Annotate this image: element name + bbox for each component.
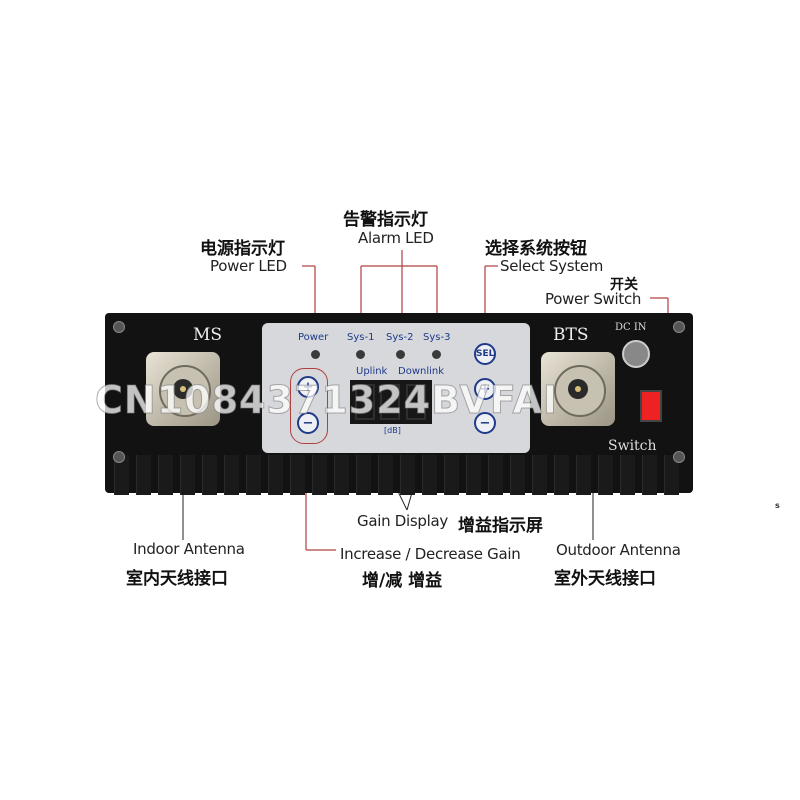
bts-port-label: BTS (553, 325, 589, 345)
heatsink-fin (378, 455, 393, 495)
heatsink-fin (510, 455, 525, 495)
heatsink-fins (110, 455, 688, 495)
sys2-indicator-label: Sys-2 (386, 332, 414, 343)
gain-display (350, 380, 432, 424)
display-digit (380, 384, 400, 420)
uplink-gain-increase-button[interactable]: + (297, 376, 319, 398)
heatsink-fin (224, 455, 239, 495)
ms-port-label: MS (193, 325, 223, 345)
heatsink-fin (268, 455, 283, 495)
select-system-label-zh: 选择系统按钮 (485, 239, 587, 259)
heatsink-fin (356, 455, 371, 495)
heatsink-fin (114, 455, 129, 495)
indoor-antenna-label-en: Indoor Antenna (133, 540, 245, 558)
gain-adjust-label-en: Increase / Decrease Gain (340, 545, 521, 563)
select-system-button[interactable]: SEL (474, 343, 496, 365)
display-digit (355, 384, 375, 420)
heatsink-fin (554, 455, 569, 495)
downlink-gain-decrease-button[interactable]: − (474, 412, 496, 434)
gain-button-outline (290, 368, 328, 444)
power-led-label-zh: 电源指示灯 (200, 239, 285, 259)
db-unit-label: [dB] (384, 426, 401, 435)
heatsink-fin (312, 455, 327, 495)
heatsink-fin (400, 455, 415, 495)
alarm-led-label-en: Alarm LED (358, 229, 434, 247)
sys3-led (432, 350, 441, 359)
heatsink-fin (642, 455, 657, 495)
power-led (311, 350, 320, 359)
heatsink-fin (180, 455, 195, 495)
sys3-indicator-label: Sys-3 (423, 332, 451, 343)
heatsink-fin (532, 455, 547, 495)
heatsink-fin (422, 455, 437, 495)
heatsink-fin (664, 455, 679, 495)
screw (673, 451, 685, 463)
heatsink-fin (576, 455, 591, 495)
heatsink-fin (444, 455, 459, 495)
downlink-gain-increase-button[interactable]: + (474, 378, 496, 400)
heatsink-fin (246, 455, 261, 495)
dc-in-label: DC IN (615, 322, 647, 333)
power-led-label-en: Power LED (210, 257, 287, 275)
heatsink-fin (158, 455, 173, 495)
indoor-antenna-label-zh: 室内天线接口 (126, 569, 228, 589)
heatsink-fin (488, 455, 503, 495)
outdoor-antenna-connector (541, 352, 615, 426)
gain-adjust-label-zh: 增/减 增益 (362, 571, 443, 591)
downlink-label: Downlink (398, 366, 445, 377)
power-switch-label-en: Power Switch (545, 290, 642, 308)
switch-label: Switch (608, 438, 657, 454)
uplink-gain-decrease-button[interactable]: − (297, 412, 319, 434)
heatsink-fin (290, 455, 305, 495)
alarm-led-label-zh: 告警指示灯 (343, 210, 428, 230)
heatsink-fin (136, 455, 151, 495)
power-switch[interactable] (640, 390, 662, 422)
stray-mark: s (775, 501, 780, 510)
outdoor-antenna-label-zh: 室外天线接口 (554, 569, 656, 589)
indoor-antenna-connector (146, 352, 220, 426)
display-digit (406, 384, 426, 420)
screw (113, 321, 125, 333)
power-switch-label-zh: 开关 (610, 277, 638, 293)
heatsink-fin (598, 455, 613, 495)
gain-display-label-zh: 增益指示屏 (458, 516, 543, 536)
sys1-led (356, 350, 365, 359)
heatsink-fin (202, 455, 217, 495)
watermark-text: CN1084371324BVFAI (94, 378, 559, 423)
heatsink-fin (620, 455, 635, 495)
heatsink-fin (466, 455, 481, 495)
screw (673, 321, 685, 333)
uplink-label: Uplink (356, 366, 388, 377)
sys2-led (396, 350, 405, 359)
dc-in-jack (622, 340, 650, 368)
outdoor-antenna-label-en: Outdoor Antenna (556, 541, 681, 559)
connector-pin (180, 386, 186, 392)
sys1-indicator-label: Sys-1 (347, 332, 375, 343)
select-system-label-en: Select System (500, 257, 604, 275)
power-indicator-label: Power (298, 332, 329, 343)
heatsink-fin (334, 455, 349, 495)
connector-pin (575, 386, 581, 392)
screw (113, 451, 125, 463)
gain-display-label-en: Gain Display (357, 512, 448, 530)
